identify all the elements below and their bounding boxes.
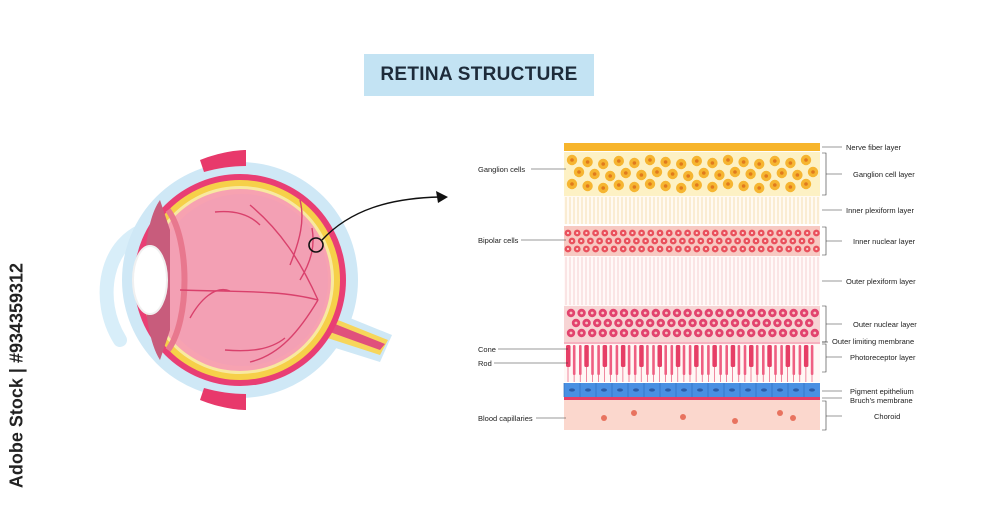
rod-cell bbox=[579, 345, 582, 375]
rod-cell bbox=[737, 345, 741, 375]
rod-cell bbox=[792, 345, 796, 375]
rod-cell bbox=[615, 345, 619, 375]
pigment-nucleus bbox=[633, 388, 639, 392]
cone-cell bbox=[694, 345, 699, 367]
label-ganglion-cells: Ganglion cells bbox=[478, 165, 525, 174]
pigment-nucleus bbox=[569, 388, 575, 392]
rod-cell bbox=[609, 345, 613, 375]
rod-cell bbox=[597, 345, 600, 375]
cone-cell bbox=[657, 345, 662, 367]
label-outer-plexiform-layer: Outer plexiform layer bbox=[846, 277, 916, 286]
label-choroid: Choroid bbox=[874, 412, 900, 421]
rod-cell bbox=[652, 345, 655, 375]
cone-cell bbox=[785, 345, 791, 367]
pigment-cells bbox=[563, 383, 815, 397]
rod-cell bbox=[798, 345, 802, 375]
pigment-nucleus bbox=[809, 388, 815, 392]
rod-cell bbox=[646, 345, 649, 375]
highlight-circle bbox=[308, 237, 324, 253]
outer-plexiform-band bbox=[564, 256, 820, 306]
label-outer-limiting-membrane: Outer limiting membrane bbox=[832, 337, 914, 346]
rod-cell bbox=[780, 345, 783, 375]
rod-cell bbox=[774, 345, 777, 375]
inner-plexiform-band bbox=[564, 196, 820, 224]
pigment-nucleus bbox=[713, 388, 719, 392]
rod-cell bbox=[743, 345, 747, 375]
label-cone: Cone bbox=[478, 345, 496, 354]
pigment-nucleus bbox=[793, 388, 799, 392]
pointer-arrow bbox=[321, 196, 441, 241]
cone-cell bbox=[767, 345, 772, 367]
rod-cell bbox=[670, 345, 674, 375]
cone-cell bbox=[584, 345, 589, 367]
pigment-nucleus bbox=[665, 388, 671, 392]
pigment-nucleus bbox=[649, 388, 655, 392]
cone-cell bbox=[730, 345, 736, 367]
outer-nuclear-cells bbox=[566, 308, 819, 338]
pigment-nucleus bbox=[617, 388, 623, 392]
cone-cell bbox=[675, 345, 681, 367]
pigment-nucleus bbox=[761, 388, 767, 392]
label-bruchs-membrane: Bruch's membrane bbox=[850, 396, 913, 405]
rod-cell bbox=[664, 345, 667, 375]
pigment-nucleus bbox=[777, 388, 783, 392]
inner-plexiform-lines bbox=[565, 197, 819, 224]
rod-cell bbox=[591, 345, 594, 375]
rod-cell bbox=[810, 345, 814, 375]
ganglion-cells bbox=[566, 154, 819, 194]
eye-cross-section bbox=[99, 150, 392, 410]
cone-cell bbox=[602, 345, 608, 367]
title-box: RETINA STRUCTURE bbox=[364, 54, 594, 96]
rod-cell bbox=[762, 345, 765, 375]
label-ganglion-cell-layer: Ganglion cell layer bbox=[853, 170, 915, 179]
rod-cell bbox=[707, 345, 710, 375]
label-photoreceptor-layer: Photoreceptor layer bbox=[850, 353, 916, 362]
blood-capillary-dots bbox=[601, 410, 796, 424]
rod-cell bbox=[719, 345, 722, 375]
cone-cell bbox=[712, 345, 717, 367]
cone-cell bbox=[566, 345, 571, 367]
right-labels bbox=[822, 146, 842, 431]
retina-layers bbox=[563, 143, 820, 430]
inner-nuclear-cells bbox=[564, 229, 820, 253]
rod-cell bbox=[682, 345, 686, 375]
rod-cell bbox=[627, 345, 631, 375]
arrow-head bbox=[436, 191, 448, 203]
rod-cell bbox=[755, 345, 759, 375]
label-pigment-epithelium: Pigment epithelium bbox=[850, 387, 914, 396]
label-inner-plexiform-layer: Inner plexiform layer bbox=[846, 206, 914, 215]
label-rod: Rod bbox=[478, 359, 492, 368]
rod-cell bbox=[725, 345, 728, 375]
label-blood-capillaries: Blood capillaries bbox=[478, 414, 533, 423]
cone-cell bbox=[749, 345, 754, 367]
label-bipolar-cells: Bipolar cells bbox=[478, 236, 519, 245]
lens bbox=[132, 245, 168, 315]
outer-plexiform-lines bbox=[565, 257, 819, 305]
photoreceptors bbox=[564, 342, 820, 382]
cone-cell bbox=[803, 345, 809, 367]
rod-cell bbox=[701, 345, 704, 375]
pigment-nucleus bbox=[681, 388, 687, 392]
nerve-fiber-band bbox=[564, 143, 820, 151]
bruchs-band bbox=[564, 397, 820, 400]
label-outer-nuclear-layer: Outer nuclear layer bbox=[853, 320, 917, 329]
choroid-band bbox=[564, 400, 820, 430]
label-nerve-fiber-layer: Nerve fiber layer bbox=[846, 143, 902, 152]
page-title: RETINA STRUCTURE bbox=[380, 64, 578, 85]
left-labels: Ganglion cells Bipolar cells Cone Rod Bl… bbox=[478, 165, 568, 423]
rod-cell bbox=[633, 345, 637, 375]
cone-cell bbox=[639, 345, 644, 367]
retinal-veins bbox=[179, 199, 319, 363]
pigment-nucleus bbox=[585, 388, 591, 392]
cone-cell bbox=[620, 345, 626, 367]
rod-cell bbox=[688, 345, 692, 375]
rod-cell bbox=[572, 345, 576, 375]
pigment-nucleus bbox=[745, 388, 751, 392]
pigment-nucleus bbox=[697, 388, 703, 392]
pigment-nucleus bbox=[601, 388, 607, 392]
right-label-texts: Nerve fiber layer Ganglion cell layer In… bbox=[832, 143, 917, 421]
pigment-nucleus bbox=[729, 388, 735, 392]
label-inner-nuclear-layer: Inner nuclear layer bbox=[853, 237, 916, 246]
